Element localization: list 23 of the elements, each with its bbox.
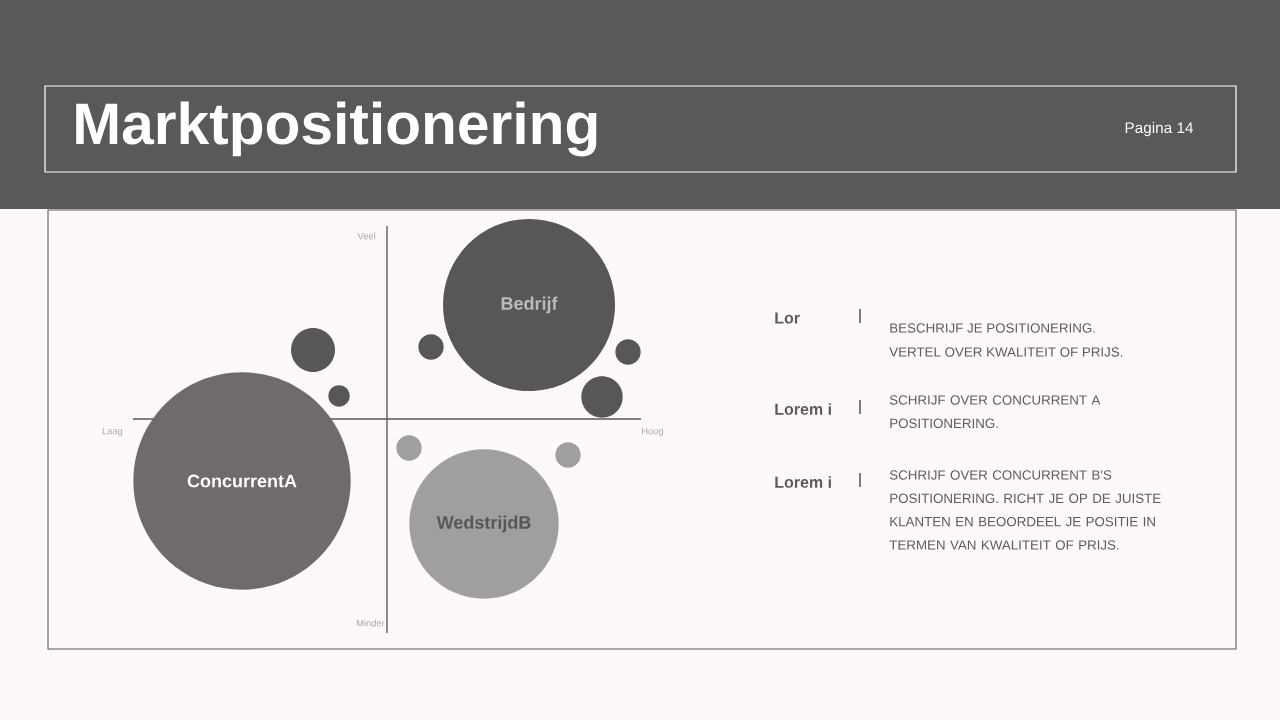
- small-bubble: [396, 435, 422, 461]
- pagina-label: Pagina 14: [1125, 121, 1194, 137]
- small-bubble: [581, 376, 623, 418]
- row-heading: Lorem i: [775, 403, 831, 415]
- small-bubble: [555, 442, 581, 468]
- small-bubble: [418, 334, 444, 360]
- axis-label: Minder: [357, 619, 385, 627]
- bubble: WedstrijdB: [409, 449, 559, 599]
- bubble: Bedrijf: [443, 219, 615, 391]
- axis-label: Laag: [102, 427, 123, 437]
- axis-label: Hoog: [642, 427, 663, 437]
- axis-label: Veel: [357, 232, 376, 240]
- description-text: SCHRIJF OVER CONCURRENT B'S POSITIONERING. RICHT JE OP DE JUISTE KLANTEN EN BEOORDEEL JE POSITIE IN TERMEN VAN KWALITEIT OF PRIJS.: [889, 470, 1161, 550]
- small-bubble: [615, 339, 641, 365]
- title: Marktpositionering: [76, 101, 597, 157]
- description-text: SCHRIJF OVER CONCURRENT A POSITIONERING.: [889, 395, 1101, 429]
- bubble: ConcurrentA: [133, 372, 351, 590]
- description-text: VERTEL OVER KWALITEIT OF PRIJS.: [889, 347, 1123, 357]
- description-text: BESCHRIJF JE POSITIONERING.: [890, 323, 1095, 333]
- small-bubble: [328, 385, 350, 407]
- row-heading: Lorem i: [775, 476, 831, 488]
- small-bubble: [291, 328, 335, 372]
- row-heading: Lor: [775, 312, 800, 324]
